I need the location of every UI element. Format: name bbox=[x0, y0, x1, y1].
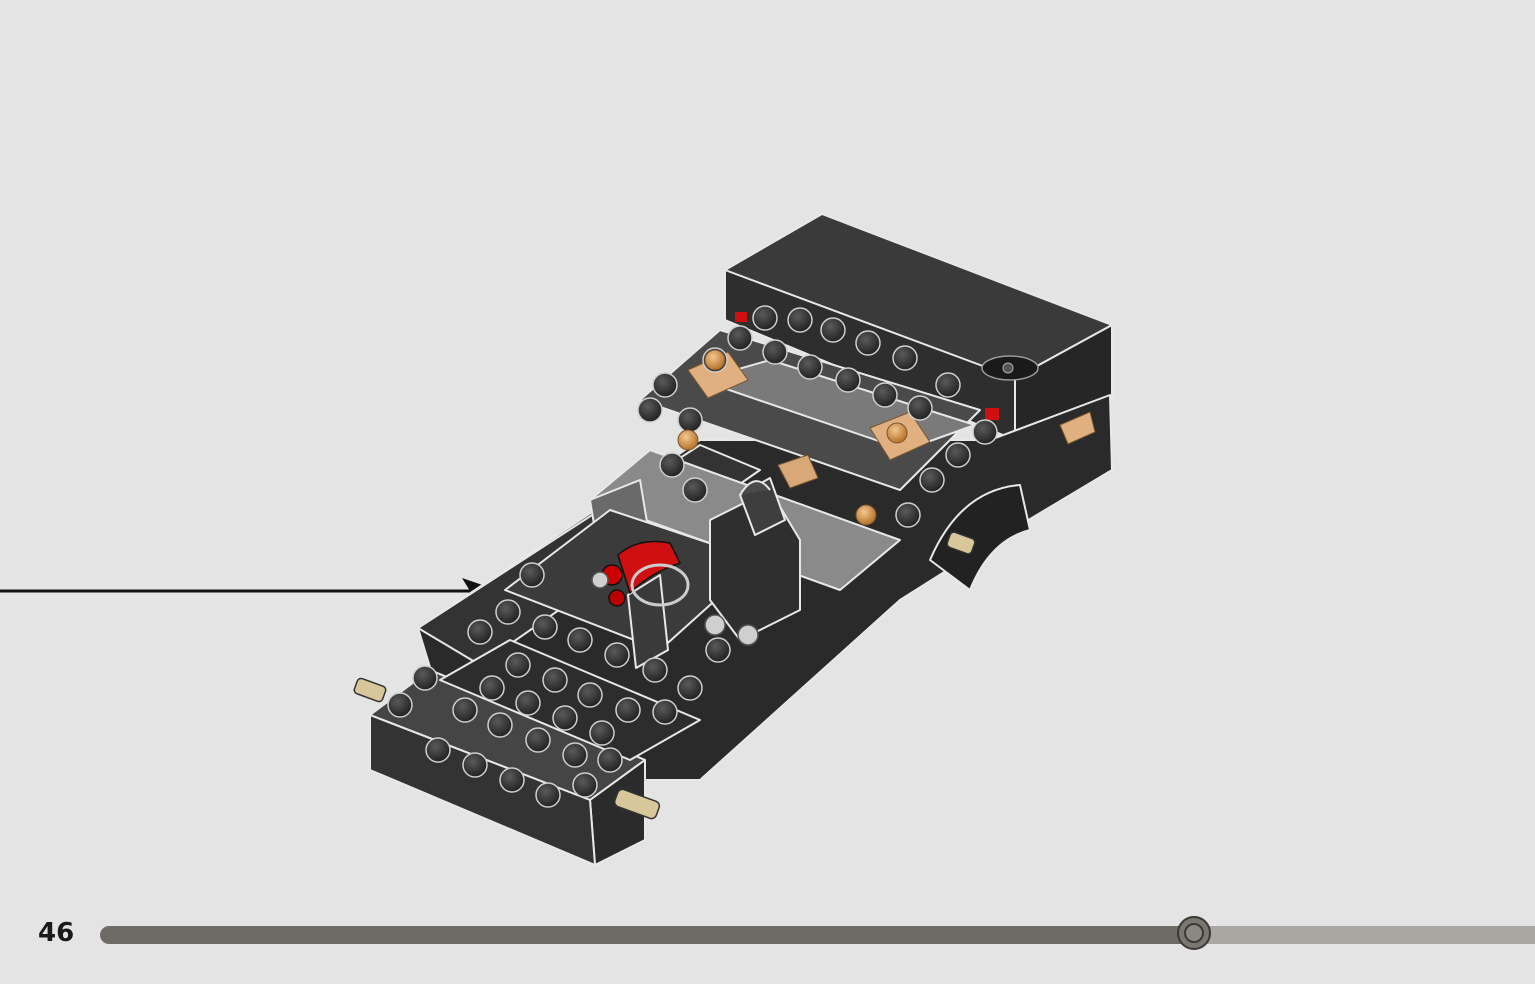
steering-wheel-icon bbox=[630, 563, 690, 607]
studs bbox=[387, 305, 998, 808]
page-number: 46 bbox=[38, 918, 75, 948]
build-illustration bbox=[0, 213, 1113, 866]
seat bbox=[709, 477, 801, 641]
progress-bar-fill bbox=[100, 926, 1194, 944]
grey-studs bbox=[591, 571, 759, 646]
orange-studs bbox=[677, 349, 908, 526]
progress-knob[interactable] bbox=[1177, 916, 1211, 950]
axle-pins bbox=[353, 531, 976, 820]
callout-arrow-icon bbox=[0, 578, 500, 604]
progress-bar bbox=[100, 926, 1535, 944]
